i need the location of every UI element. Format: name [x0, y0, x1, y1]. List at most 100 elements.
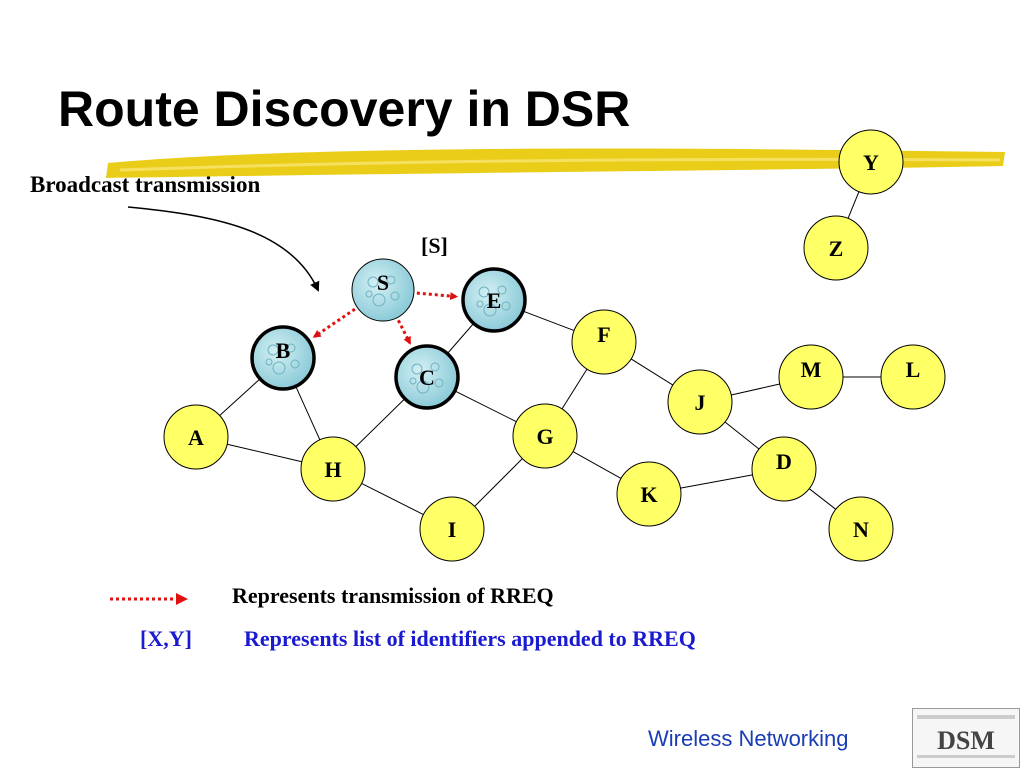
- edge-C-G: [455, 390, 517, 423]
- edge-K-D: [680, 474, 753, 489]
- node-label-A: A: [188, 425, 204, 450]
- node-circle-B: [250, 325, 316, 391]
- node-K: K: [616, 461, 682, 527]
- edge-H-I: [361, 482, 424, 516]
- node-texture-E: [497, 285, 507, 295]
- legend-list-key: [X,Y]: [140, 626, 192, 651]
- edge-J-M: [731, 383, 780, 396]
- edge-A-H: [227, 443, 302, 463]
- node-label-I: I: [448, 517, 457, 542]
- node-Y: Y: [838, 129, 904, 195]
- dsm-logo: DSM: [912, 708, 1020, 768]
- rreq-arrow-S-B: [312, 307, 356, 338]
- edge-B-H: [295, 386, 321, 441]
- node-texture-E: [483, 303, 497, 317]
- node-D: D: [751, 436, 817, 502]
- node-label-C: C: [419, 365, 435, 390]
- slide-title: Route Discovery in DSR: [58, 81, 631, 137]
- node-label-K: K: [640, 482, 657, 507]
- node-circle-I: [419, 496, 485, 562]
- node-F: F: [571, 309, 637, 375]
- node-texture-E: [478, 286, 490, 298]
- node-C: C: [394, 344, 460, 410]
- legend-list-text: Represents list of identifiers appended …: [244, 626, 696, 651]
- node-label-M: M: [801, 357, 822, 382]
- edge-G-K: [572, 451, 622, 479]
- rreq-arrow-S-E: [416, 291, 459, 301]
- edge-C-H: [355, 399, 405, 447]
- legend-rreq-text: Represents transmission of RREQ: [232, 583, 554, 608]
- node-label-B: B: [276, 338, 291, 363]
- edge-D-N: [808, 488, 837, 510]
- node-circle-H: [300, 436, 366, 502]
- node-texture-C: [430, 362, 440, 372]
- edge-F-J: [630, 358, 674, 386]
- node-circle-C: [394, 344, 460, 410]
- node-texture-C: [409, 377, 417, 385]
- footer-course: Wireless Networking: [648, 726, 849, 751]
- node-texture-S: [386, 275, 396, 285]
- node-label-G: G: [536, 424, 553, 449]
- node-J: J: [667, 369, 733, 435]
- node-circle-Z: [803, 215, 869, 281]
- node-label-S: S: [377, 270, 389, 295]
- node-label-F: F: [597, 322, 610, 347]
- node-texture-C: [416, 380, 430, 394]
- node-texture-E: [476, 300, 484, 308]
- node-label-L: L: [906, 357, 921, 382]
- edge-J-D: [724, 421, 760, 450]
- legend-rreq-arrowhead: [176, 593, 188, 605]
- edge-G-I: [474, 458, 523, 507]
- node-G: G: [512, 403, 578, 469]
- rreq-group: [312, 291, 459, 345]
- node-L: L: [880, 344, 946, 410]
- node-texture-S: [372, 293, 386, 307]
- node-circle-E: [461, 267, 527, 333]
- edge-E-C: [447, 323, 474, 354]
- node-H: H: [300, 436, 366, 502]
- edge-Y-Z: [847, 191, 860, 219]
- title-underline: [106, 148, 1005, 178]
- node-circle-Y: [838, 129, 904, 195]
- edge-E-F: [523, 310, 575, 332]
- node-texture-S: [367, 276, 379, 288]
- node-S: S: [351, 258, 415, 322]
- node-texture-E: [501, 301, 511, 311]
- node-circle-A: [163, 404, 229, 470]
- node-Z: Z: [803, 215, 869, 281]
- node-label-D: D: [776, 449, 792, 474]
- node-texture-C: [411, 363, 423, 375]
- node-N: N: [828, 496, 894, 562]
- node-label-H: H: [324, 457, 341, 482]
- rreq-arrow-S-C: [397, 319, 412, 345]
- node-circle-M: [778, 344, 844, 410]
- edge-B-A: [219, 379, 260, 416]
- node-circle-L: [880, 344, 946, 410]
- node-circle-J: [667, 369, 733, 435]
- node-E: E: [461, 267, 527, 333]
- node-texture-B: [265, 358, 273, 366]
- node-label-E: E: [487, 288, 502, 313]
- node-M: M: [778, 344, 844, 410]
- node-B: B: [250, 325, 316, 391]
- node-I: I: [419, 496, 485, 562]
- broadcast-arrow: [127, 206, 320, 292]
- node-label-J: J: [695, 390, 706, 415]
- node-texture-S: [365, 290, 373, 298]
- node-A: A: [163, 404, 229, 470]
- node-label-Z: Z: [829, 236, 844, 261]
- logo-text: DSM: [937, 726, 995, 755]
- edge-G-F: [561, 368, 588, 410]
- node-texture-C: [434, 378, 444, 388]
- node-texture-B: [286, 343, 296, 353]
- node-texture-B: [272, 361, 286, 375]
- node-circle-F: [571, 309, 637, 375]
- node-circle-N: [828, 496, 894, 562]
- node-group: S E B C A H I G F K J M L D N Y Z: [163, 129, 946, 562]
- node-label-Y: Y: [863, 150, 879, 175]
- node-circle-D: [751, 436, 817, 502]
- node-circle-K: [616, 461, 682, 527]
- node-texture-S: [390, 291, 400, 301]
- node-texture-B: [267, 344, 279, 356]
